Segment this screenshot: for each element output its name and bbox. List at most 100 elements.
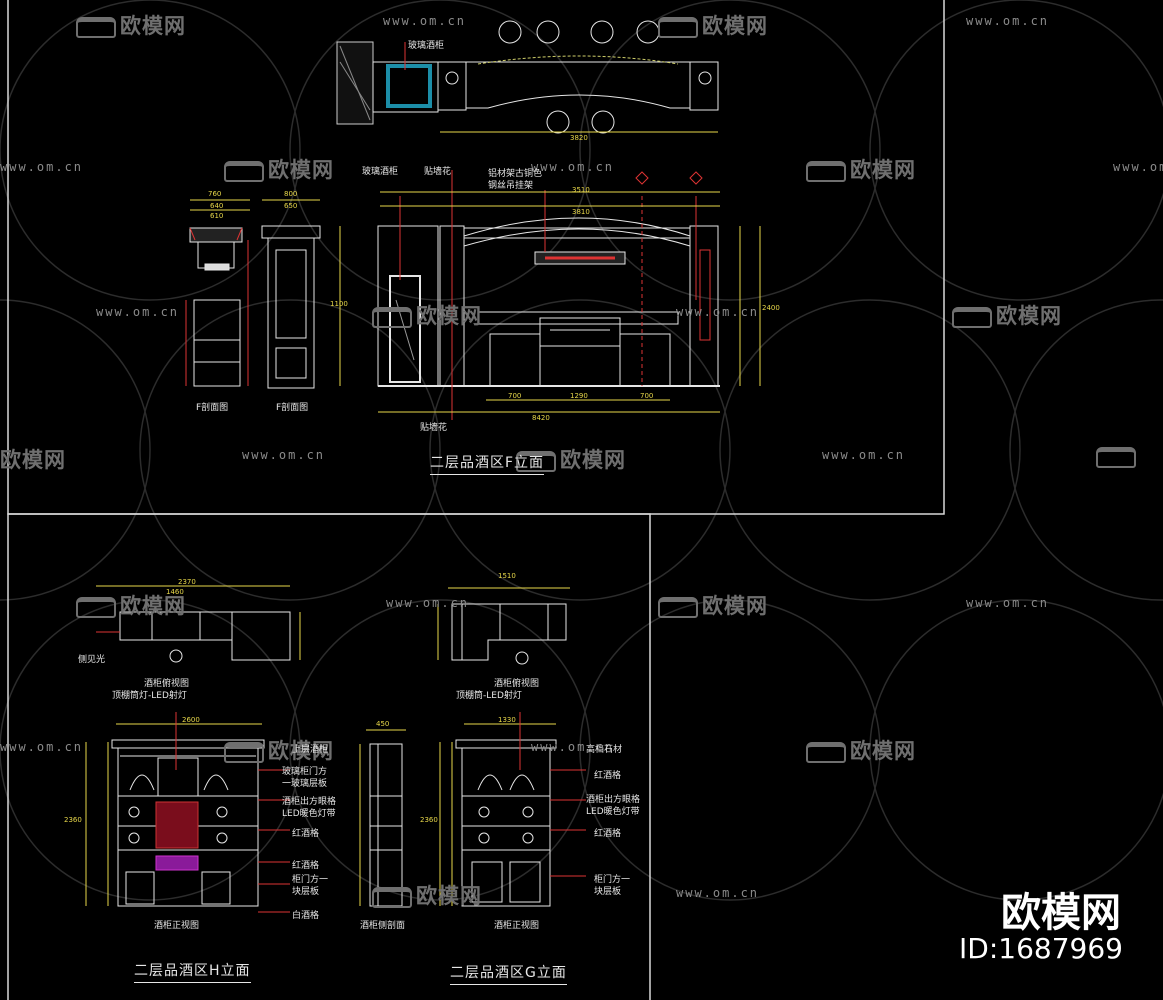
label-top-view: 酒柜俯视图 bbox=[144, 679, 190, 689]
label-section: F剖面图 bbox=[276, 403, 309, 413]
watermark-logo: 欧模网 bbox=[516, 444, 626, 474]
label-cabinet-note: 酒柜出方眼格 bbox=[282, 797, 337, 807]
watermark-logo: 欧模网 bbox=[372, 880, 482, 910]
label-section: F剖面图 bbox=[196, 403, 229, 413]
dim-label: 2370 bbox=[178, 578, 196, 586]
label-rack-hanger: 钢丝吊挂架 bbox=[488, 181, 534, 191]
watermark-logo: 欧模网 bbox=[76, 10, 186, 40]
sofa-icon bbox=[806, 741, 846, 763]
sofa-icon bbox=[224, 741, 264, 763]
dim-label: 700 bbox=[640, 392, 654, 400]
label-rack: 铝材架古铜色 bbox=[488, 169, 543, 179]
watermark-url: www.om.cn bbox=[96, 305, 180, 319]
watermark-url: www.om.cn bbox=[0, 740, 84, 754]
label-cabinet-note: 酒柜出方眼格 bbox=[586, 795, 641, 805]
watermark-arcs bbox=[0, 0, 1163, 901]
dim-label: 2360 bbox=[420, 816, 438, 824]
label-wallpaper-bottom: 贴墙花 bbox=[420, 423, 448, 433]
label-cabinet-note: 红酒格 bbox=[594, 771, 622, 781]
watermark-logo: 欧模网 bbox=[0, 448, 66, 472]
dim-label: 1510 bbox=[498, 572, 516, 580]
dim-label: 1290 bbox=[570, 392, 588, 400]
sofa-icon bbox=[952, 306, 992, 328]
dim-label: 2360 bbox=[64, 816, 82, 824]
dim-label: 800 bbox=[284, 190, 298, 198]
sheet-frames bbox=[7, 0, 945, 1000]
watermark-logo: 欧模网 bbox=[806, 735, 916, 765]
dim-label: 3820 bbox=[570, 134, 588, 142]
label-top-view: 酒柜俯视图 bbox=[494, 679, 540, 689]
label-cabinet-note: LED暖色灯带 bbox=[282, 809, 336, 819]
label-glass-cabinet: 玻璃酒柜 bbox=[408, 41, 445, 51]
brand-id: ID:1687969 bbox=[959, 932, 1123, 965]
label-side-light: 侧见光 bbox=[78, 655, 106, 665]
label-cabinet-note: 白酒格 bbox=[292, 911, 320, 921]
watermark-logo: 欧模网 bbox=[658, 10, 768, 40]
f-plan-view bbox=[336, 20, 719, 134]
watermark-logo: 欧模网 bbox=[76, 590, 186, 620]
watermark-url: www.om.cn bbox=[1113, 160, 1163, 174]
dim-label: 640 bbox=[210, 202, 224, 210]
sofa-icon bbox=[1096, 446, 1136, 468]
dim-label: 1460 bbox=[166, 588, 184, 596]
label-side-view: 酒柜侧剖面 bbox=[360, 921, 406, 931]
label-cabinet-note: 块层板 bbox=[594, 887, 622, 897]
sofa-icon bbox=[516, 450, 556, 472]
watermark-url: www.om.cn bbox=[966, 596, 1050, 610]
watermark-url: www.om.cn bbox=[822, 448, 906, 462]
label-cabinet-note: 红酒格 bbox=[594, 829, 622, 839]
watermark-url: www.om.cn bbox=[242, 448, 326, 462]
g-elevation bbox=[437, 587, 586, 907]
dim-label: 2400 bbox=[762, 304, 780, 312]
label-cabinet-note: 柜门方一 bbox=[292, 875, 329, 885]
watermark-url: www.om.cn bbox=[676, 886, 760, 900]
title-g-elevation: 二层品酒区G立面 bbox=[450, 962, 567, 985]
watermark-url: www.om.cn bbox=[0, 160, 84, 174]
sofa-icon bbox=[372, 886, 412, 908]
label-cabinet-note: LED暖色灯带 bbox=[586, 807, 640, 817]
watermark-logo bbox=[1096, 444, 1140, 468]
watermark-url: www.om.cn bbox=[383, 14, 467, 28]
dim-label: 1100 bbox=[330, 300, 348, 308]
sofa-icon bbox=[224, 160, 264, 182]
label-cabinet-note: 红酒格 bbox=[292, 829, 320, 839]
watermark-url: www.om.cn bbox=[531, 160, 615, 174]
watermark-logo: 欧模网 bbox=[372, 300, 482, 330]
watermark-url: www.om.cn bbox=[676, 305, 760, 319]
dim-label: 2600 bbox=[182, 716, 200, 724]
sofa-icon bbox=[372, 306, 412, 328]
dim-label: 450 bbox=[376, 720, 390, 728]
dim-label: 3510 bbox=[572, 186, 590, 194]
dim-label: 1330 bbox=[498, 716, 516, 724]
watermark-logo: 欧模网 bbox=[806, 154, 916, 184]
label-cabinet-note: 红酒格 bbox=[292, 861, 320, 871]
title-f-elevation: 二层品酒区F立面 bbox=[430, 452, 545, 475]
sofa-icon bbox=[76, 596, 116, 618]
label-lamp: 顶棚筒灯-LED射灯 bbox=[112, 691, 187, 701]
watermark-logo: 欧模网 bbox=[224, 735, 334, 765]
label-cabinet-note: 玻璃柜门方 bbox=[282, 767, 328, 777]
watermark-logo: 欧模网 bbox=[952, 300, 1062, 330]
label-cabinet-note: 块层板 bbox=[292, 887, 320, 897]
sofa-icon bbox=[76, 16, 116, 38]
dim-label: 8420 bbox=[532, 414, 550, 422]
brand-logo: 欧模网 bbox=[1001, 890, 1121, 936]
label-cabinet-note: 一玻璃层板 bbox=[282, 779, 328, 789]
sofa-icon bbox=[658, 16, 698, 38]
label-front-view: 酒柜正视图 bbox=[494, 921, 540, 931]
watermark-url: www.om.cn bbox=[531, 740, 615, 754]
dim-label: 3810 bbox=[572, 208, 590, 216]
watermark-logo: 欧模网 bbox=[658, 590, 768, 620]
watermark-url: www.om.cn bbox=[966, 14, 1050, 28]
dim-label: 700 bbox=[508, 392, 522, 400]
label-cabinet-note: 柜门方一 bbox=[594, 875, 631, 885]
title-h-elevation: 二层品酒区H立面 bbox=[134, 960, 251, 983]
dim-label: 650 bbox=[284, 202, 298, 210]
f-elevation bbox=[185, 170, 761, 420]
dim-label: 760 bbox=[208, 190, 222, 198]
watermark-logo: 欧模网 bbox=[224, 154, 334, 184]
label-wallpaper: 贴墙花 bbox=[424, 167, 452, 177]
label-glass-cabinet: 玻璃酒柜 bbox=[362, 167, 399, 177]
dim-label: 610 bbox=[210, 212, 224, 220]
